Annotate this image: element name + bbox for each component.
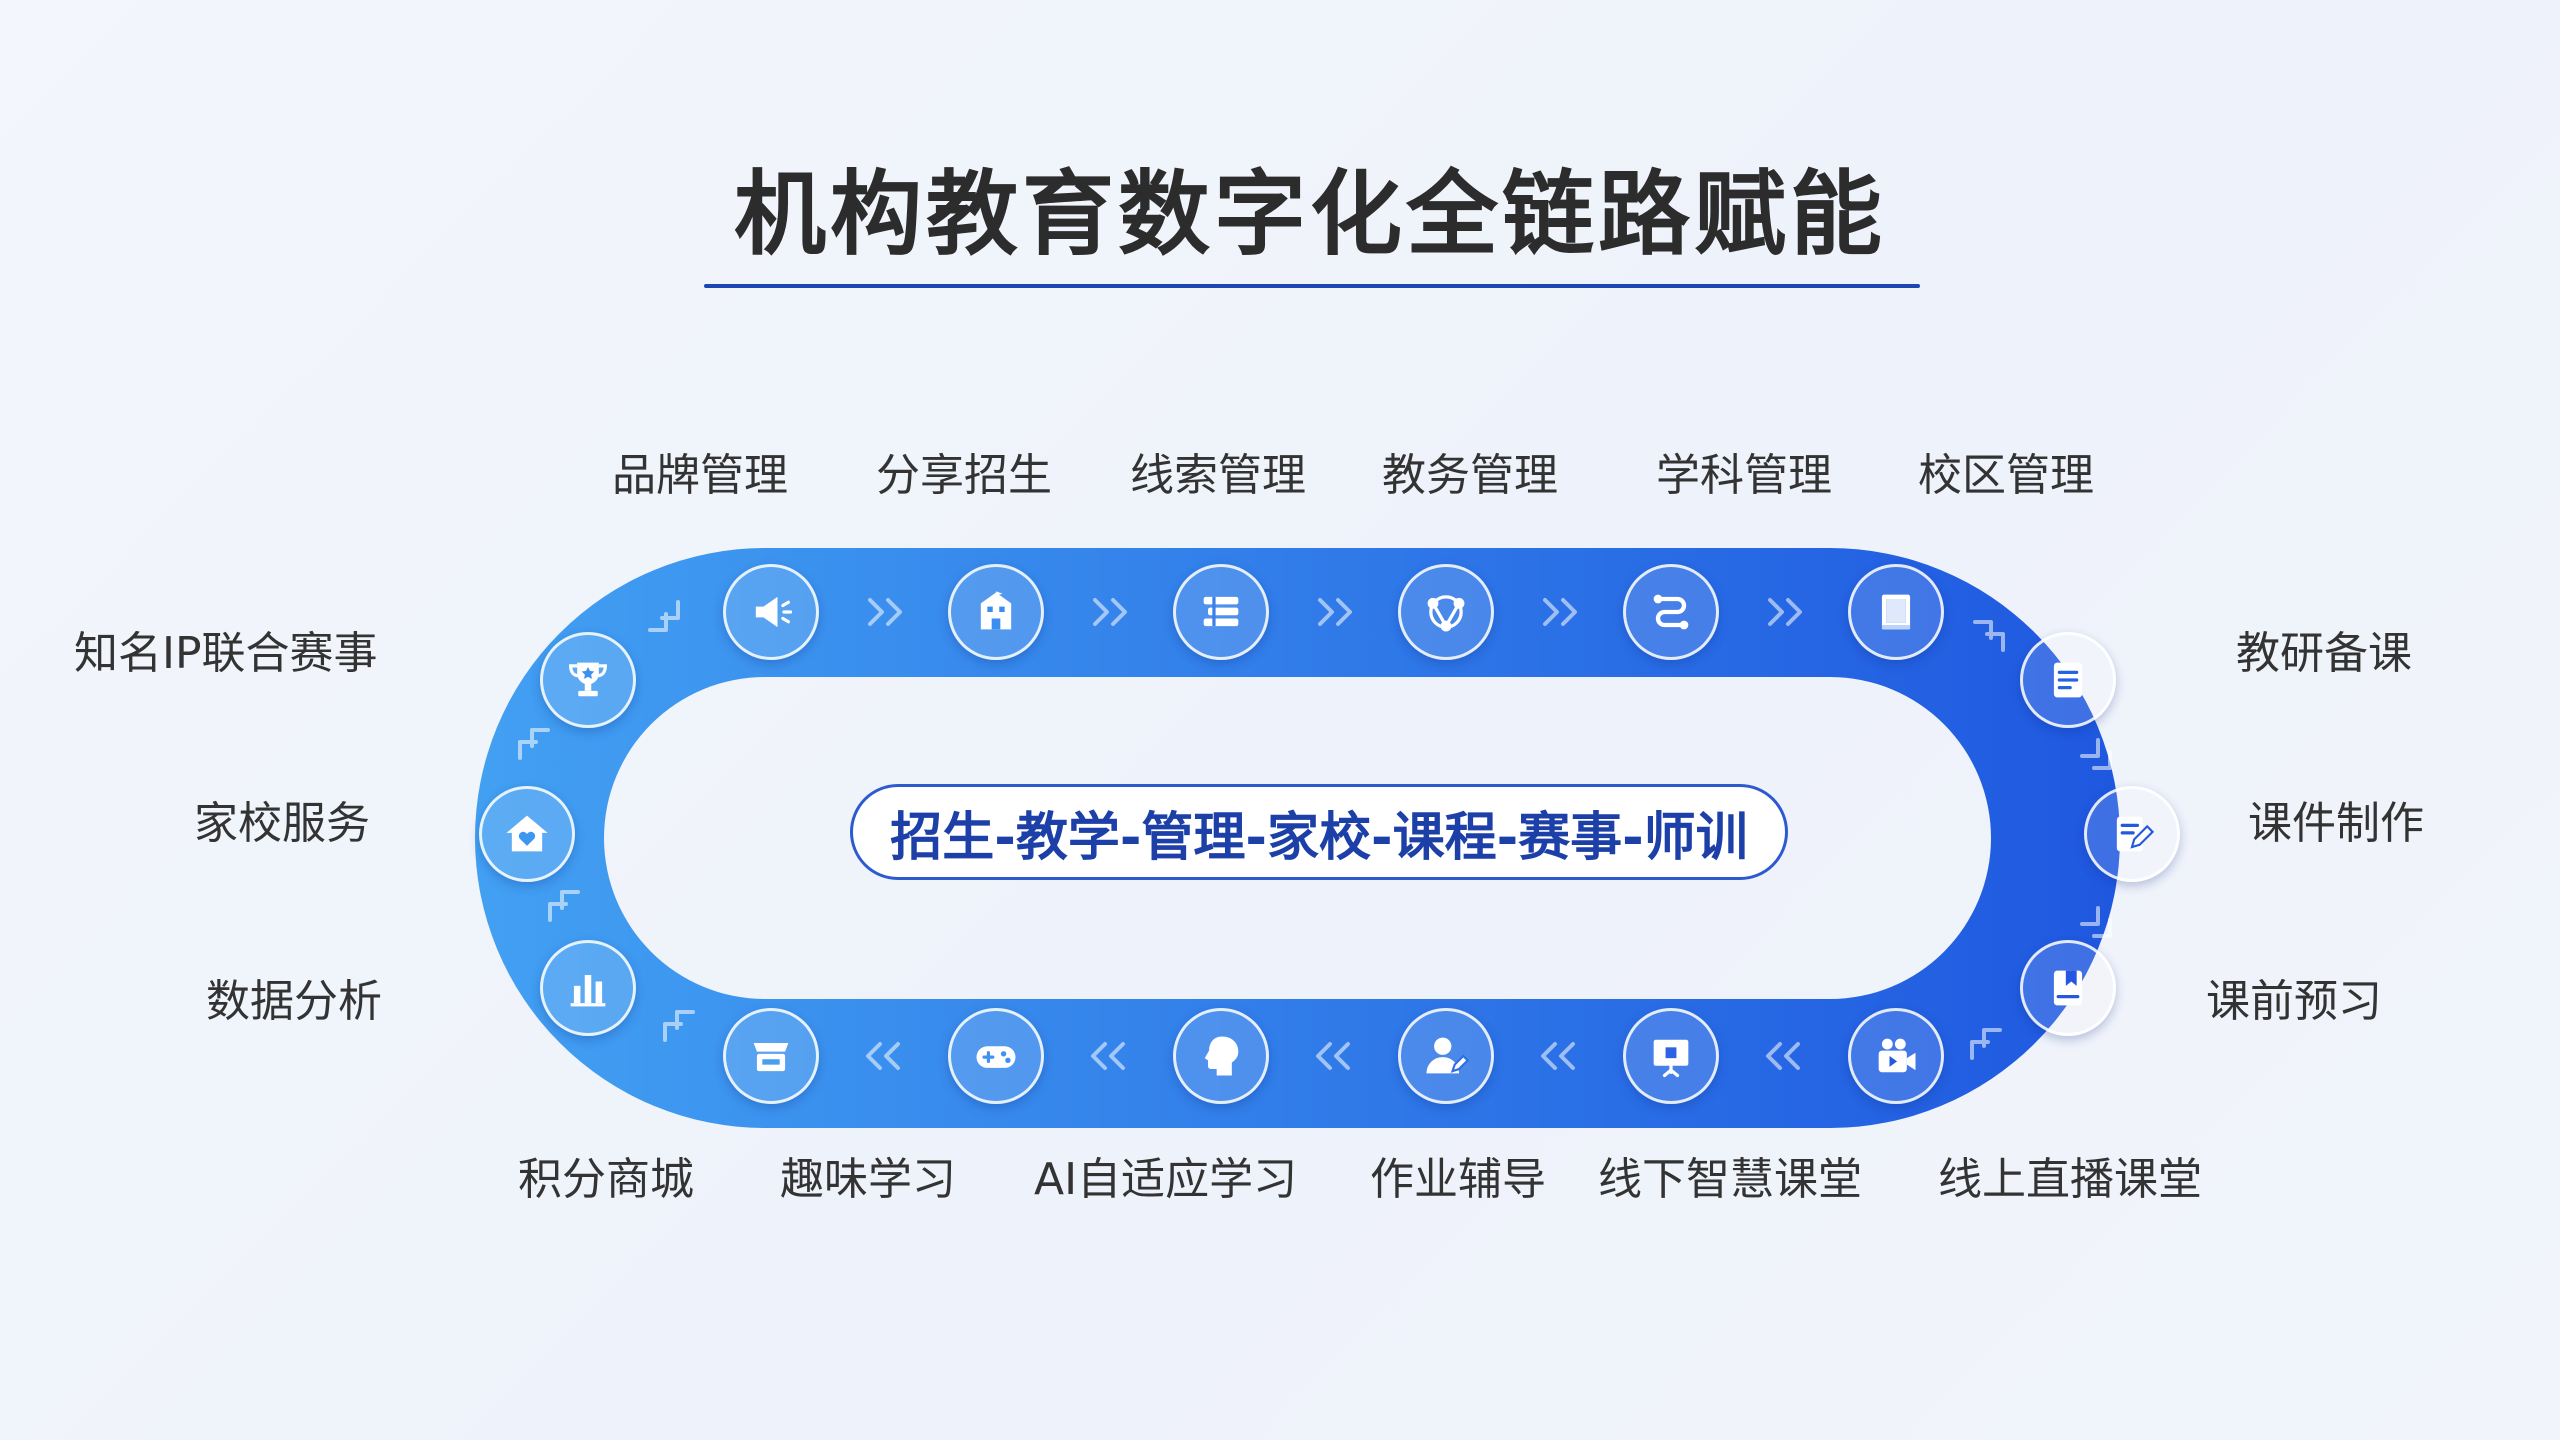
label-preview: 课前预习: [2206, 976, 2382, 1027]
chevron-corner-icon: [548, 890, 580, 922]
bookmark-book-icon: [2020, 940, 2116, 1036]
edit-document-icon: [2084, 786, 2180, 882]
books-stack-icon: [1173, 564, 1269, 660]
megaphone-icon: [723, 564, 819, 660]
trophy-icon: [540, 632, 636, 728]
chevron-right-icon: [868, 598, 902, 626]
chevron-left-icon: [1091, 1042, 1125, 1070]
chevron-right-icon: [1768, 598, 1802, 626]
checklist-document-icon: [2020, 632, 2116, 728]
school-icon: [948, 564, 1044, 660]
chevron-corner-icon: [1973, 620, 2005, 652]
label-brand-management: 品牌管理: [612, 450, 788, 501]
book-icon: [1848, 564, 1944, 660]
label-data-analysis: 数据分析: [206, 976, 382, 1027]
bar-chart-icon: [540, 940, 636, 1036]
label-lead-management: 线索管理: [1130, 450, 1306, 501]
ai-head-icon: [1173, 1008, 1269, 1104]
whiteboard-icon: [1623, 1008, 1719, 1104]
chevron-left-icon: [1766, 1042, 1800, 1070]
chevron-left-icon: [866, 1042, 900, 1070]
tutor-icon: [1398, 1008, 1494, 1104]
chevron-corner-icon: [1970, 1028, 2002, 1060]
label-fun-learning: 趣味学习: [780, 1154, 956, 1205]
gamepad-icon: [948, 1008, 1044, 1104]
label-homework: 作业辅导: [1370, 1154, 1546, 1205]
label-courseware: 课件制作: [2248, 798, 2424, 849]
label-lesson-prep: 教研备课: [2236, 628, 2412, 679]
label-ai-adaptive: AI自适应学习: [1034, 1154, 1298, 1205]
route-icon: [1623, 564, 1719, 660]
loop-track: [475, 548, 2120, 1128]
chevron-corner-icon: [518, 728, 550, 760]
page-title: 机构教育数字化全链路赋能: [733, 161, 1886, 268]
chevron-corner-icon: [2080, 738, 2112, 770]
chevron-right-icon: [1093, 598, 1127, 626]
label-offline-classroom: 线下智慧课堂: [1598, 1154, 1862, 1205]
label-points-mall: 积分商城: [518, 1154, 694, 1205]
label-home-school: 家校服务: [194, 798, 370, 849]
chevron-corner-icon: [648, 600, 680, 632]
chevron-corner-icon: [663, 1010, 695, 1042]
label-ip-events: 知名IP联合赛事: [74, 628, 378, 679]
label-academic-affairs: 教务管理: [1382, 450, 1558, 501]
store-icon: [723, 1008, 819, 1104]
label-subject-management: 学科管理: [1656, 450, 1832, 501]
chevron-corner-icon: [2080, 906, 2112, 938]
network-icon: [1398, 564, 1494, 660]
chevron-right-icon: [1543, 598, 1577, 626]
label-campus-management: 校区管理: [1918, 450, 2094, 501]
chevron-right-icon: [1318, 598, 1352, 626]
chevron-left-icon: [1541, 1042, 1575, 1070]
label-share-enrollment: 分享招生: [876, 450, 1052, 501]
video-camera-icon: [1848, 1008, 1944, 1104]
label-online-classroom: 线上直播课堂: [1938, 1154, 2202, 1205]
title-underline: [704, 284, 1920, 288]
home-heart-icon: [479, 786, 575, 882]
center-pill: 招生-教学-管理-家校-课程-赛事-师训: [850, 784, 1788, 880]
chevron-left-icon: [1316, 1042, 1350, 1070]
